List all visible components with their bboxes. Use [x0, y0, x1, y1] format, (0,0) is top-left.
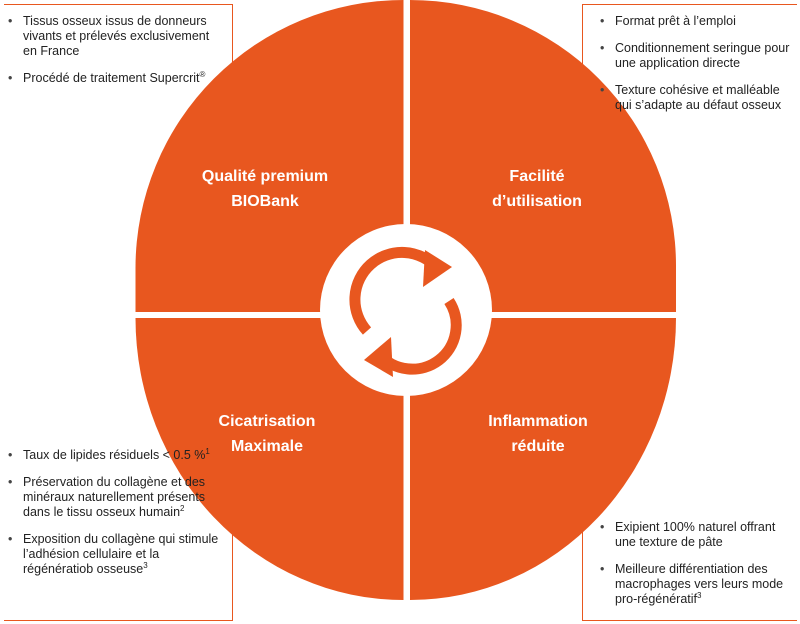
list-item: Conditionnement seringue pour une applic… [600, 41, 795, 71]
quadrant-bottom-left-title: Cicatrisation [219, 413, 316, 430]
list-item: Texture cohésive et malléable qui s’adap… [600, 83, 795, 113]
feature-list-top-left: Tissus osseux issus de donneurs vivants … [8, 14, 220, 98]
list-item: Exposition du collagène qui stimule l’ad… [8, 532, 220, 577]
trademark-mark: ® [199, 70, 206, 79]
bracket-bottom-right [582, 508, 797, 621]
quadrant-top-right [410, 0, 677, 312]
quadrant-bottom-right [410, 318, 676, 600]
list-item: Format prêt à l’emploi [600, 14, 795, 29]
footnote-ref: 1 [205, 447, 210, 456]
list-item: Tissus osseux issus de donneurs vivants … [8, 14, 220, 59]
quadrant-top-right-subtitle: d’utilisation [492, 193, 582, 210]
quadrant-bottom-right-subtitle: réduite [511, 438, 564, 455]
quadrant-top-right-title: Facilité [509, 168, 564, 185]
quadrant-bottom-right-title: Inflammation [488, 413, 588, 430]
quadrant-top-left [135, 0, 404, 312]
list-item-text: Meilleure différentiation des macrophage… [615, 562, 784, 606]
list-item-text: Préservation du collagène et des minérau… [23, 475, 206, 519]
list-item-text: Exposition du collagène qui stimule l’ad… [23, 532, 219, 576]
footnote-ref: 3 [697, 591, 702, 600]
feature-list-bottom-right: Exipient 100% naturel offrant une textur… [600, 520, 795, 619]
list-item-text: Taux de lipides résiduels < 0.5 % [23, 448, 206, 462]
feature-list-bottom-left: Taux de lipides résiduels < 0.5 %1 Prése… [8, 448, 220, 589]
list-item-text: Exipient 100% naturel offrant une textur… [615, 520, 776, 549]
footnote-ref: 3 [143, 561, 148, 570]
footnote-ref: 2 [180, 504, 185, 513]
quadrant-top-left-subtitle: BIOBank [231, 193, 299, 210]
cycle-arrows-icon [349, 246, 462, 377]
list-item: Meilleure différentiation des macrophage… [600, 562, 795, 607]
list-item-text: Procédé de traitement Supercrit [23, 71, 200, 85]
list-item: Préservation du collagène et des minérau… [8, 475, 220, 520]
list-item: Exipient 100% naturel offrant une textur… [600, 520, 795, 550]
list-item-text: Tissus osseux issus de donneurs vivants … [23, 14, 210, 58]
quadrant-bottom-left-subtitle: Maximale [231, 438, 303, 455]
list-item: Procédé de traitement Supercrit® [8, 70, 220, 87]
list-item-text: Format prêt à l’emploi [615, 14, 736, 28]
feature-list-top-right: Format prêt à l’emploi Conditionnement s… [600, 14, 795, 125]
list-item-text: Texture cohésive et malléable qui s’adap… [615, 83, 782, 112]
quadrant-bottom-left [135, 318, 404, 600]
quadrant-top-left-title: Qualité premium [202, 168, 328, 185]
list-item-text: Conditionnement seringue pour une applic… [615, 41, 790, 70]
list-item: Taux de lipides résiduels < 0.5 %1 [8, 447, 220, 464]
